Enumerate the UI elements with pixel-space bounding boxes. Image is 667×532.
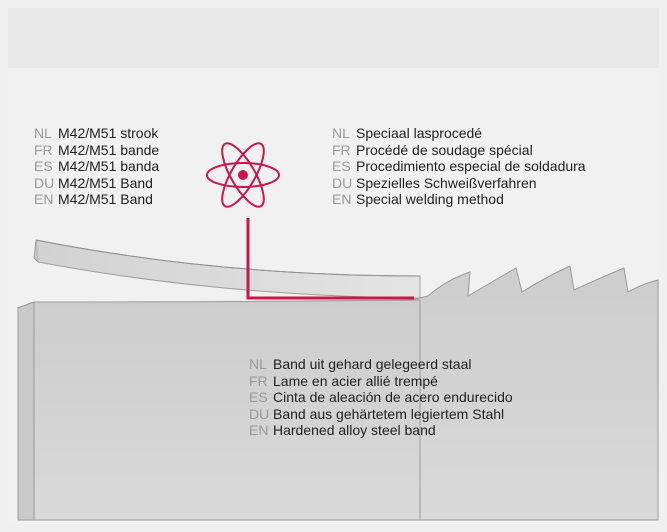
language-code: FR [332, 141, 351, 158]
legend-row: NL Band uit gehard gelegeerd staal [249, 356, 513, 373]
legend-row: ES Cinta de aleación de acero endurecido [249, 389, 513, 406]
steel-band-left-edge [17, 301, 35, 521]
welding-legend: NL Speciaal lasprocedé FR Procédé de souda… [332, 125, 586, 208]
legend-text: Lame en acier allié trempé [273, 372, 438, 389]
steel-band [17, 299, 421, 521]
strip-legend: NL M42/M51 strook FR M42/M51 bande ES M42/M… [34, 125, 159, 208]
language-code: FR [249, 372, 268, 389]
legend-text: Band uit gehard gelegeerd staal [273, 356, 472, 372]
language-code: ES [34, 158, 53, 174]
legend-text: Special welding method [356, 191, 504, 207]
legend-text: Procédé de soudage spécial [356, 141, 533, 158]
legend-row: NL M42/M51 strook [34, 125, 159, 142]
header-band [8, 8, 659, 68]
legend-row: FR Lame en acier allié trempé [249, 373, 513, 390]
legend-text: M42/M51 Band [58, 174, 153, 191]
legend-text: M42/M51 Band [58, 191, 153, 207]
language-code: NL [249, 356, 267, 372]
language-code: DU [249, 405, 270, 422]
legend-text: Procedimiento especial de soldadura [356, 158, 586, 174]
legend-text: M42/M51 bande [58, 141, 160, 158]
language-code: ES [332, 158, 351, 174]
language-code: DU [34, 174, 55, 191]
legend-row: FR Procédé de soudage spécial [332, 142, 586, 159]
language-code: FR [34, 141, 53, 158]
language-code: NL [332, 125, 350, 141]
hss-strip-top-edge [35, 239, 421, 277]
band-legend: NL Band uit gehard gelegeerd staal FR Lame… [249, 356, 513, 439]
atom-icon [206, 142, 280, 208]
weld-connector [246, 218, 414, 300]
language-code: EN [34, 191, 54, 207]
saw-teeth [409, 265, 659, 521]
legend-row: NL Speciaal lasprocedé [332, 125, 586, 142]
hss-strip [35, 239, 421, 299]
legend-text: Band aus gehärtetem legiertem Stahl [273, 405, 505, 422]
legend-row: ES Procedimiento especial de soldadura [332, 158, 586, 175]
language-code: EN [249, 422, 269, 438]
legend-text: Hardened alloy steel band [273, 422, 436, 438]
language-code: NL [34, 125, 52, 141]
legend-text: M42/M51 banda [58, 158, 160, 174]
legend-row: ES M42/M51 banda [34, 158, 159, 175]
language-code: EN [332, 191, 352, 207]
legend-row: FR M42/M51 bande [34, 142, 159, 159]
language-code: DU [332, 174, 353, 191]
legend-text: M42/M51 strook [58, 125, 159, 141]
language-code: ES [249, 389, 268, 405]
legend-text: Speciaal lasprocedé [356, 125, 483, 141]
legend-text: Spezielles Schweißverfahren [356, 174, 537, 191]
legend-text: Cinta de aleación de acero endurecido [273, 389, 513, 405]
hss-strip-end [33, 239, 39, 263]
